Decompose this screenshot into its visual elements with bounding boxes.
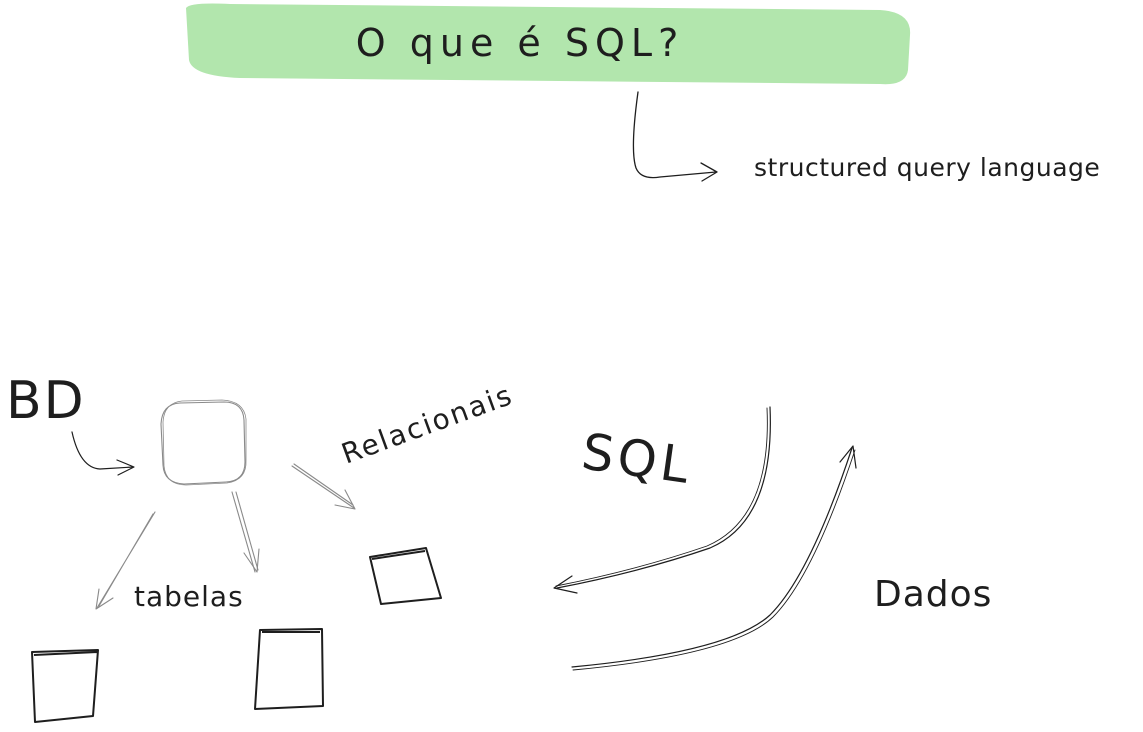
table-arrow-middle (231, 491, 259, 573)
table-box-bottom-left (31, 649, 99, 723)
bd-label: BD (6, 371, 86, 431)
relacionais-label: Relacionais (337, 378, 517, 471)
database-box-echo (162, 399, 247, 486)
sql-label: SQL (578, 422, 696, 495)
table-arrow-right-head (334, 489, 356, 510)
title-to-subtitle-arrow (632, 91, 717, 179)
database-box (160, 401, 246, 485)
dados-arrow-echo (572, 449, 856, 671)
sql-arrowhead (553, 575, 578, 594)
table-arrow-left-head (95, 588, 114, 610)
sql-arrow-echo (555, 407, 768, 587)
table-box-bottom-middle (254, 628, 324, 710)
dados-arrow (571, 447, 853, 668)
dados-label: Dados (874, 574, 992, 615)
tabelas-label: tabelas (134, 580, 244, 613)
sql-arrow (556, 406, 771, 589)
table-arrow-left (96, 511, 156, 609)
dados-arrowhead (839, 445, 857, 469)
bd-arrowhead (116, 459, 135, 476)
table-arrow-right (291, 463, 355, 509)
title-to-subtitle-arrowhead (700, 162, 718, 182)
bd-arrow (71, 431, 134, 470)
title-highlight (186, 3, 911, 85)
table-box-right (369, 547, 442, 605)
table-arrow-middle-head (243, 548, 260, 573)
subtitle: structured query language (754, 153, 1100, 182)
page-title: O que é SQL? (356, 21, 684, 65)
